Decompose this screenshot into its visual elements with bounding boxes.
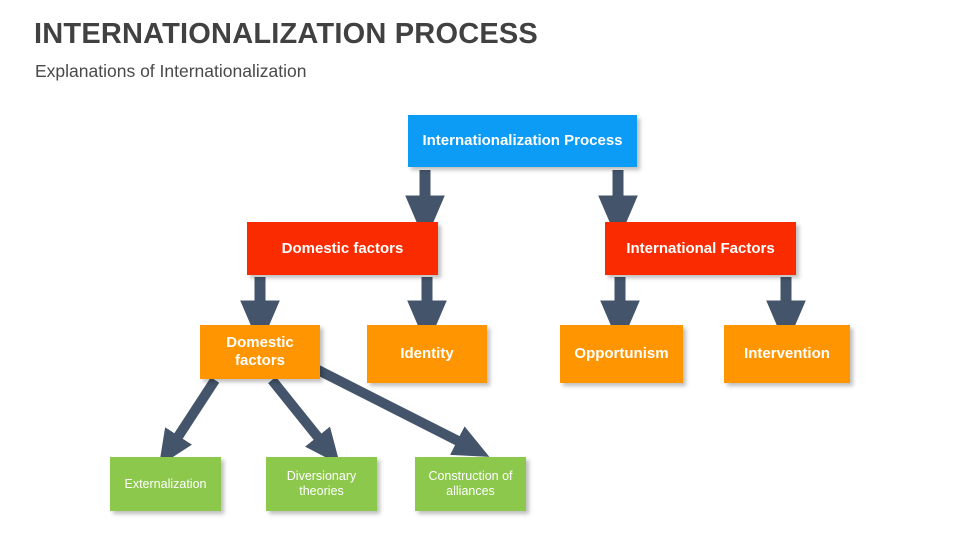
node-identity[interactable]: Identity	[367, 325, 487, 383]
page-title: INTERNATIONALIZATION PROCESS	[34, 18, 538, 50]
page-subtitle: Explanations of Internationalization	[35, 61, 307, 81]
arrow-domestic-sub-to-diversionary-theories	[268, 376, 341, 465]
node-internationalization-process[interactable]: Internationalization Process	[408, 115, 637, 167]
node-diversionary-theories[interactable]: Diversionary theories	[266, 457, 377, 511]
arrow-domestic-sub-to-externalization	[158, 377, 220, 467]
node-opportunism[interactable]: Opportunism	[560, 325, 683, 383]
node-construction-of-alliances[interactable]: Construction of alliances	[415, 457, 526, 511]
node-domestic-factors-sub[interactable]: Domestic factors	[200, 325, 320, 379]
node-intervention[interactable]: Intervention	[724, 325, 850, 383]
node-domestic-factors[interactable]: Domestic factors	[247, 222, 438, 275]
node-externalization[interactable]: Externalization	[110, 457, 221, 511]
node-international-factors[interactable]: International Factors	[605, 222, 796, 275]
